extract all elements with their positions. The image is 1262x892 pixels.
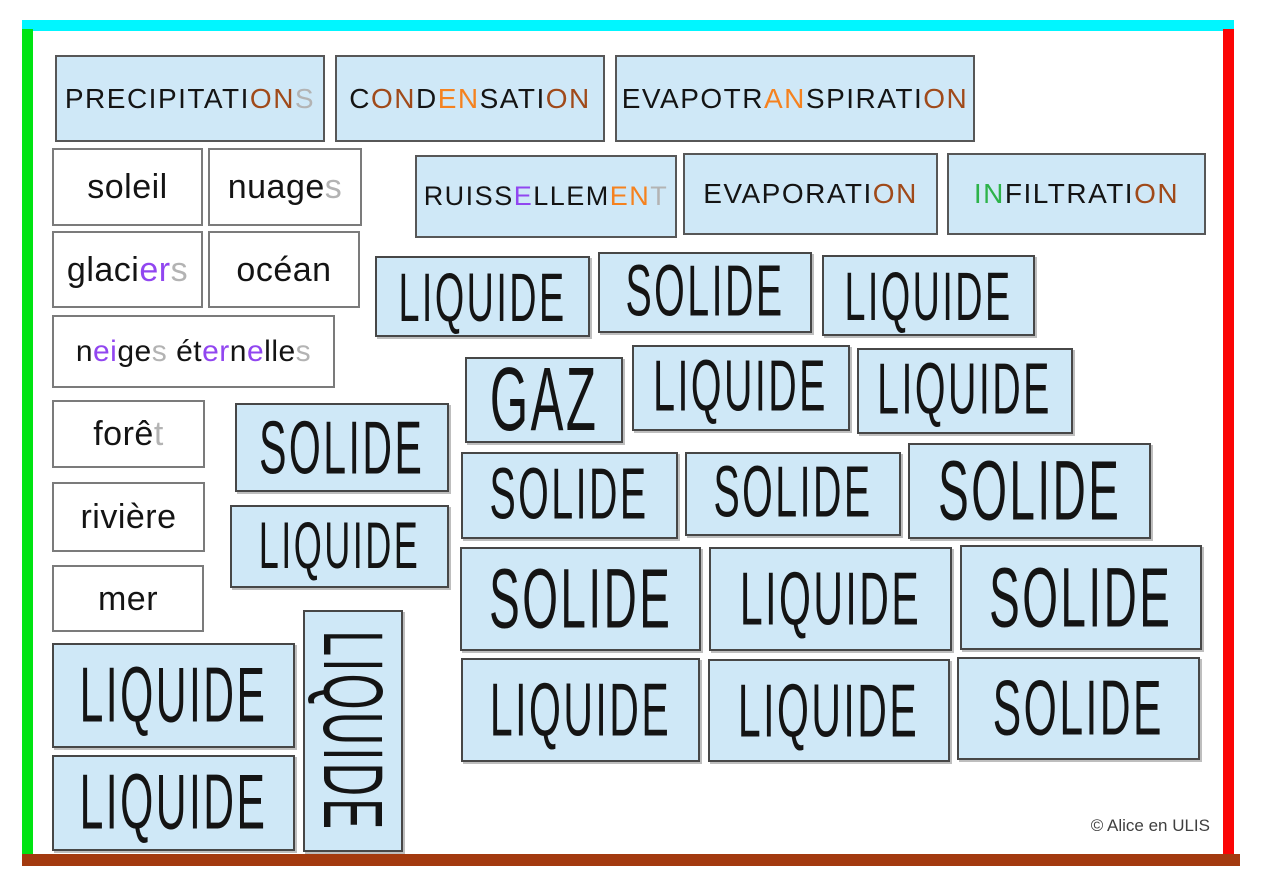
card-state-gaz: GAZ — [465, 349, 623, 450]
card-state-liquide-e1: LIQUIDE — [461, 658, 700, 762]
card-condensation-label: CONDENSATION — [349, 82, 591, 114]
card-riviere-label: rivière — [80, 498, 177, 536]
card-state-liquide-vertical-label: LIQUIDE — [306, 630, 402, 832]
card-state-solide-c2: SOLIDE — [685, 452, 901, 536]
card-state-liquide-b2: LIQUIDE — [632, 345, 850, 431]
card-state-solide-d1: SOLIDE — [460, 547, 701, 651]
card-state-solide-c3: SOLIDE — [908, 443, 1151, 539]
credit-text: © Alice en ULIS — [1090, 816, 1210, 835]
card-state-liquide-vertical: LIQUIDE — [303, 610, 403, 852]
card-state-solide-d3: SOLIDE — [960, 545, 1202, 650]
card-nuages-label: nuages — [227, 168, 343, 206]
card-condensation: CONDENSATION — [335, 55, 605, 142]
card-state-liquide-left-label: LIQUIDE — [258, 509, 421, 583]
card-state-solide-e3-label: SOLIDE — [992, 665, 1165, 752]
card-state-liquide-a3-label: LIQUIDE — [844, 256, 1013, 335]
card-state-solide-e3: SOLIDE — [957, 657, 1200, 760]
card-soleil: soleil — [52, 148, 203, 226]
card-state-solide-d3-label: SOLIDE — [989, 549, 1173, 644]
frame-top-bar — [22, 20, 1234, 31]
card-nuages: nuages — [208, 148, 362, 226]
card-state-liquide-d2: LIQUIDE — [709, 547, 952, 651]
card-ruissellement: RUISSELLEMENT — [415, 155, 677, 238]
card-infiltration: INFILTRATION — [947, 153, 1206, 235]
card-state-liquide-bl1: LIQUIDE — [52, 643, 295, 748]
card-soleil-label: soleil — [87, 168, 168, 206]
card-state-liquide-a1-label: LIQUIDE — [398, 257, 567, 336]
card-state-liquide-e1-label: LIQUIDE — [489, 668, 672, 752]
card-state-liquide-b3: LIQUIDE — [857, 348, 1073, 434]
frame-right-bar — [1223, 29, 1234, 857]
card-ocean-label: océan — [236, 250, 332, 289]
card-ruissellement-label: RUISSELLEMENT — [423, 181, 669, 211]
card-state-solide-d1-label: SOLIDE — [488, 551, 673, 646]
card-state-solide-a2-label: SOLIDE — [625, 252, 785, 332]
card-state-liquide-bl2-label: LIQUIDE — [79, 759, 268, 847]
card-riviere: rivière — [52, 482, 205, 552]
frame-bottom-bar — [22, 854, 1240, 866]
card-state-solide-a2: SOLIDE — [598, 252, 812, 333]
card-state-solide-c1-label: SOLIDE — [489, 455, 650, 535]
card-state-solide-c3-label: SOLIDE — [937, 443, 1122, 538]
card-state-liquide-b2-label: LIQUIDE — [653, 347, 829, 427]
card-evaporation: EVAPORATION — [683, 153, 938, 235]
card-state-liquide-b3-label: LIQUIDE — [877, 350, 1053, 430]
card-precipitations: PRECIPITATIONS — [55, 55, 325, 142]
card-state-liquide-d2-label: LIQUIDE — [739, 557, 922, 641]
card-state-liquide-bl1-label: LIQUIDE — [79, 652, 268, 739]
card-evapotranspiration-label: EVAPOTRANSPIRATION — [621, 82, 969, 114]
card-state-liquide-a3: LIQUIDE — [822, 255, 1035, 336]
card-neiges-eternelles: neiges éternelles — [52, 315, 335, 388]
card-state-solide-c2-label: SOLIDE — [713, 453, 873, 533]
card-state-liquide-e2: LIQUIDE — [708, 659, 950, 762]
card-ocean: océan — [208, 231, 360, 308]
card-infiltration-label: INFILTRATION — [973, 178, 1180, 209]
card-state-liquide-bl2: LIQUIDE — [52, 755, 295, 851]
card-neiges-eternelles-label: neiges éternelles — [75, 334, 312, 368]
card-evaporation-label: EVAPORATION — [703, 178, 918, 209]
card-mer: mer — [52, 565, 204, 632]
card-state-liquide-a1: LIQUIDE — [375, 256, 590, 337]
card-glaciers-label: glaciers — [66, 250, 189, 289]
card-foret-label: forêt — [93, 415, 164, 453]
card-mer-label: mer — [97, 579, 159, 618]
card-state-solide-c1: SOLIDE — [461, 452, 678, 539]
card-state-liquide-e2-label: LIQUIDE — [738, 668, 920, 753]
card-state-liquide-left: LIQUIDE — [230, 505, 449, 588]
card-glaciers: glaciers — [52, 231, 203, 308]
frame-left-bar — [22, 29, 33, 859]
card-state-gaz-label: GAZ — [489, 349, 599, 450]
card-foret: forêt — [52, 400, 205, 468]
card-evapotranspiration: EVAPOTRANSPIRATION — [615, 55, 975, 142]
card-state-solide-left: SOLIDE — [235, 403, 449, 492]
card-precipitations-label: PRECIPITATIONS — [64, 82, 316, 114]
card-state-solide-left-label: SOLIDE — [259, 405, 425, 490]
